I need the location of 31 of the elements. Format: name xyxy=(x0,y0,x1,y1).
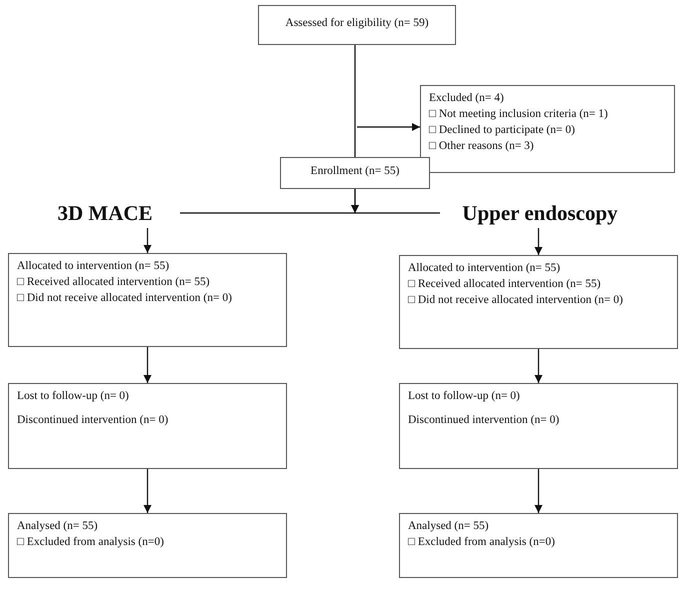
box-heading: Lost to follow-up (n= 0) xyxy=(408,390,521,402)
box-heading: Analysed (n= 55) xyxy=(408,520,490,532)
box-text: □ Received allocated intervention (n= 55) xyxy=(408,278,602,290)
box-text: Discontinued intervention (n= 0) xyxy=(408,414,560,426)
flow-box xyxy=(258,5,456,45)
flow-box xyxy=(280,157,430,189)
box-heading: Assessed for eligibility (n= 59) xyxy=(285,17,429,29)
box-heading: Enrollment (n= 55) xyxy=(310,165,400,177)
group-heading: Upper endoscopy xyxy=(440,198,640,228)
box-heading: Allocated to intervention (n= 55) xyxy=(17,260,170,272)
flow-box xyxy=(8,253,287,347)
box-text: □ Received allocated intervention (n= 55) xyxy=(17,276,211,288)
box-text: □ Excluded from analysis (n=0) xyxy=(17,536,165,548)
box-text: □ Declined to participate (n= 0) xyxy=(429,124,576,136)
box-heading: Excluded (n= 4) xyxy=(429,92,505,104)
box-heading: Analysed (n= 55) xyxy=(17,520,99,532)
box-text: □ Excluded from analysis (n=0) xyxy=(408,536,556,548)
flow-box xyxy=(399,255,678,349)
box-text: □ Did not receive allocated intervention (n= 0) xyxy=(408,294,624,306)
flow-box xyxy=(399,383,678,469)
flow-box xyxy=(420,85,675,173)
box-text: Discontinued intervention (n= 0) xyxy=(17,414,170,426)
flow-box xyxy=(8,513,287,578)
box-text: □ Other reasons (n= 3) xyxy=(429,140,535,152)
box-text: □ Did not receive allocated intervention (n= 0) xyxy=(17,292,233,304)
box-text: □ Not meeting inclusion criteria (n= 1) xyxy=(429,108,609,120)
group-heading: 3D MACE xyxy=(30,198,180,228)
flow-box xyxy=(399,513,678,578)
flow-box xyxy=(8,383,287,469)
box-heading: Allocated to intervention (n= 55) xyxy=(408,262,562,274)
box-heading: Lost to follow-up (n= 0) xyxy=(17,390,130,402)
